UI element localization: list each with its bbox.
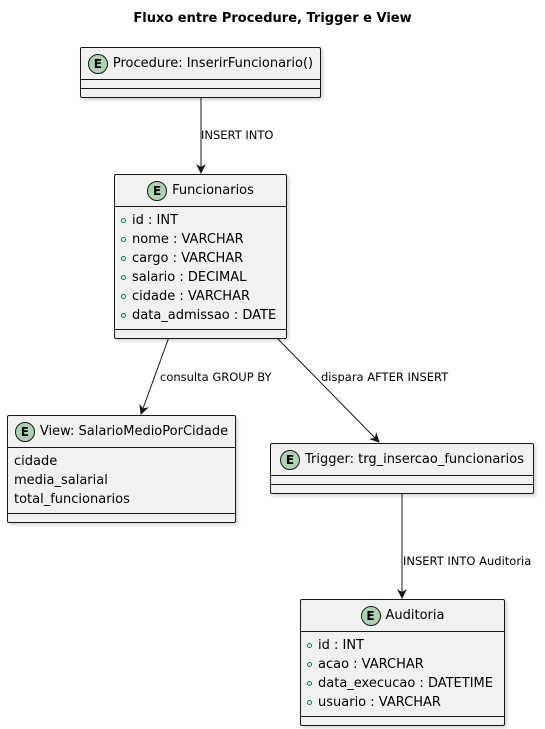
field-text: acao : VARCHAR [318, 657, 424, 672]
field-text: cidade : VARCHAR [132, 289, 250, 304]
entity-trigger: E Trigger: trg_insercao_funcionarios [270, 443, 534, 494]
entity-badge-icon: E [14, 421, 35, 442]
diagram-title: Fluxo entre Procedure, Trigger e View [133, 11, 412, 26]
field-row: id : INT [307, 636, 504, 655]
public-visibility-icon [121, 313, 126, 318]
entity-name: Procedure: InserirFuncionario() [112, 56, 314, 71]
field-text: data_admissao : DATE [132, 308, 277, 323]
entity-funcionarios: E Funcionarios id : INT nome : VARCHAR c… [114, 174, 287, 339]
entity-auditoria: E Auditoria id : INT acao : VARCHAR data… [300, 599, 505, 726]
field-row: id : INT [121, 211, 286, 230]
public-visibility-icon [121, 294, 126, 299]
public-visibility-icon [121, 237, 126, 242]
entity-name: Trigger: trg_insercao_funcionarios [305, 452, 524, 467]
public-visibility-icon [307, 643, 312, 648]
field-text: id : INT [132, 213, 179, 228]
entity-name: View: SalarioMedioPorCidade [39, 424, 229, 439]
public-visibility-icon [121, 256, 126, 261]
entity-badge-icon: E [360, 605, 381, 626]
field-text: total_funcionarios [14, 492, 130, 507]
edge-label-insert-auditoria: INSERT INTO Auditoria [403, 554, 532, 568]
public-visibility-icon [307, 662, 312, 667]
public-visibility-icon [121, 218, 126, 223]
edge-label-insert-into: INSERT INTO [201, 128, 274, 142]
entity-badge-icon: E [280, 449, 300, 470]
field-text: usuario : VARCHAR [318, 695, 441, 710]
field-row: acao : VARCHAR [307, 655, 504, 674]
public-visibility-icon [121, 275, 126, 280]
edge-funcionarios-trigger [275, 336, 380, 443]
entity-view: E View: SalarioMedioPorCidade cidade med… [7, 415, 236, 523]
field-row: salario : DECIMAL [121, 268, 286, 287]
field-text: salario : DECIMAL [132, 270, 247, 285]
field-row: nome : VARCHAR [121, 230, 286, 249]
field-row: cidade : VARCHAR [121, 287, 286, 306]
field-row: data_execucao : DATETIME [307, 674, 504, 693]
edge-funcionarios-view [139, 336, 170, 415]
field-text: media_salarial [14, 473, 108, 488]
field-row: data_admissao : DATE [121, 306, 286, 325]
entity-procedure: E Procedure: InserirFuncionario() [80, 47, 321, 98]
field-row: cargo : VARCHAR [121, 249, 286, 268]
field-text: nome : VARCHAR [132, 232, 244, 247]
field-text: cidade [14, 454, 58, 469]
public-visibility-icon [307, 681, 312, 686]
edge-label-consulta: consulta GROUP BY [160, 370, 272, 384]
edge-label-dispara: dispara AFTER INSERT [321, 370, 449, 384]
field-text: data_execucao : DATETIME [318, 676, 493, 691]
field-text: id : INT [318, 638, 365, 653]
field-text: cargo : VARCHAR [132, 251, 244, 266]
entity-name: Funcionarios [172, 183, 254, 198]
field-row: usuario : VARCHAR [307, 693, 504, 712]
entity-badge-icon: E [87, 53, 108, 74]
entity-name: Auditoria [385, 608, 445, 623]
entity-badge-icon: E [147, 180, 168, 201]
public-visibility-icon [307, 700, 312, 705]
